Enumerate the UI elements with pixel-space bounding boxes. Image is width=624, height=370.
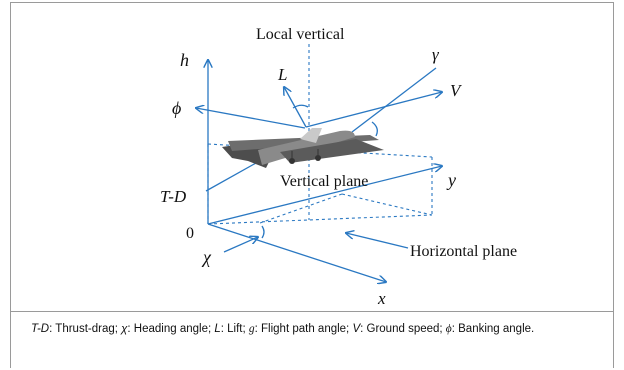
chi-leader — [223, 237, 258, 253]
velocity-label: V — [450, 81, 463, 100]
vertical-plane-label: Vertical plane — [280, 173, 368, 190]
caption-td-symbol: T-D — [31, 323, 50, 335]
caption-chi-symbol: χ — [121, 323, 128, 335]
caption-l-symbol: L — [214, 323, 221, 335]
flight-dynamics-diagram: h Local vertical L γ ϕ V y T-D Vertical … — [160, 26, 517, 308]
caption-phi-symbol: ϕ — [445, 323, 452, 335]
chi-angle-arc — [261, 225, 265, 239]
phi-vector — [196, 108, 306, 129]
lift-angle-arc — [292, 104, 309, 109]
figure-caption: T-D: Thrust-drag; χ: Heading angle; L: L… — [31, 322, 599, 337]
lift-label: L — [277, 65, 287, 84]
origin-label: 0 — [186, 225, 194, 242]
airplane-illustration — [222, 128, 384, 168]
horizontal-plane-edge-2 — [341, 193, 433, 216]
horizontal-plane-edge-1 — [207, 214, 433, 225]
velocity-vector — [305, 92, 442, 128]
caption-g-symbol: g — [248, 323, 255, 335]
horizontal-plane-edge-3 — [259, 193, 343, 224]
gamma-angle-arc — [371, 121, 378, 137]
gamma-label: γ — [432, 45, 440, 64]
h-axis-label: h — [180, 50, 189, 70]
td-leader — [205, 162, 257, 192]
caption-g-text: : Flight path angle; — [254, 323, 353, 335]
gamma-leader — [351, 67, 437, 133]
caption-divider — [10, 311, 614, 312]
horizontal-plane-leader — [346, 233, 409, 249]
x-axis-label: x — [377, 289, 386, 308]
caption-v-symbol: V — [352, 323, 361, 335]
caption-l-text: : Lift; — [220, 323, 249, 335]
local-vertical-label: Local vertical — [256, 26, 345, 43]
thrust-drag-label: T-D — [160, 187, 187, 206]
caption-chi-text: : Heading angle; — [127, 323, 215, 335]
phi-label: ϕ — [172, 98, 181, 118]
caption-phi-text: : Banking angle. — [451, 323, 535, 335]
y-axis-label: y — [446, 170, 456, 190]
figure-frame — [10, 2, 614, 368]
chi-label: χ — [201, 247, 212, 267]
horizontal-plane-label: Horizontal plane — [410, 243, 517, 260]
y-axis — [207, 166, 442, 225]
caption-td-text: : Thrust-drag; — [49, 323, 122, 335]
x-axis — [207, 223, 386, 282]
caption-v-text: : Ground speed; — [360, 323, 446, 335]
